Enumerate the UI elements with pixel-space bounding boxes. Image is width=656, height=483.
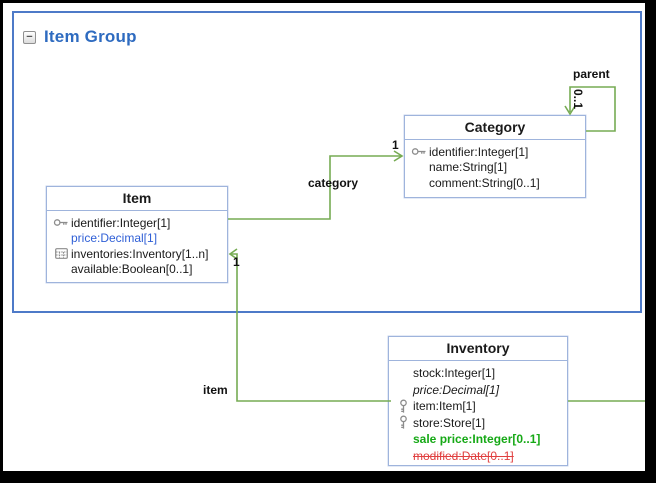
class-title-inventory: Inventory <box>389 337 567 361</box>
diagram-canvas[interactable]: − Item Group Category identifier:Integer… <box>3 3 645 471</box>
attribute-text: comment:String[0..1] <box>429 175 540 190</box>
attribute-list: identifier:Integer[1] name:String[1] com… <box>405 140 585 193</box>
attribute-row[interactable]: identifier:Integer[1] <box>409 144 583 160</box>
attribute-row[interactable]: inventories:Inventory[1..n] <box>51 246 225 262</box>
attribute-text: available:Boolean[0..1] <box>71 262 193 277</box>
edge-label-parent[interactable]: parent <box>573 67 610 81</box>
edge-multiplicity-category[interactable]: 1 <box>392 138 399 152</box>
class-title-category: Category <box>405 116 585 140</box>
edge-multiplicity-parent[interactable]: 0..1 <box>571 89 585 110</box>
reference-icon <box>393 415 413 430</box>
edge-label-category[interactable]: category <box>308 176 359 190</box>
key-icon <box>409 147 429 156</box>
edge-multiplicity-item[interactable]: 1 <box>233 255 240 269</box>
attribute-text: stock:Integer[1] <box>413 366 496 381</box>
attribute-text: price:Decimal[1] <box>413 382 500 397</box>
attribute-text: identifier:Integer[1] <box>429 144 529 159</box>
attribute-row[interactable]: identifier:Integer[1] <box>51 215 225 231</box>
attribute-row[interactable]: name:String[1] <box>409 160 583 176</box>
attribute-text: inventories:Inventory[1..n] <box>71 246 209 261</box>
attribute-row[interactable]: item:Item[1] <box>393 398 565 415</box>
attribute-list: identifier:Integer[1] price:Decimal[1] i… <box>47 211 227 279</box>
key-icon <box>51 218 71 227</box>
attribute-text: price:Decimal[1] <box>71 231 158 246</box>
class-box-category[interactable]: Category identifier:Integer[1] name:Stri… <box>404 115 586 198</box>
attribute-text: sale price:Integer[0..1] <box>413 432 541 447</box>
attribute-row[interactable]: available:Boolean[0..1] <box>51 262 225 278</box>
class-title-item: Item <box>47 187 227 211</box>
class-box-inventory[interactable]: Inventory stock:Integer[1] price:Decimal… <box>388 336 568 466</box>
attribute-row[interactable]: price:Decimal[1] <box>51 231 225 247</box>
reference-icon <box>393 399 413 414</box>
attribute-row[interactable]: modified:Date[0..1] <box>393 448 565 465</box>
edge-label-item[interactable]: item <box>203 383 228 397</box>
attribute-text: item:Item[1] <box>413 399 476 414</box>
item-group-title: Item Group <box>44 27 137 46</box>
class-box-item[interactable]: Item identifier:Integer[1] price:Decimal… <box>46 186 228 283</box>
attribute-row[interactable]: store:Store[1] <box>393 415 565 432</box>
collapse-toggle-icon[interactable]: − <box>23 30 36 44</box>
attribute-text: modified:Date[0..1] <box>413 448 514 463</box>
attribute-list: stock:Integer[1] price:Decimal[1] item:I… <box>389 361 567 466</box>
attribute-row[interactable]: sale price:Integer[0..1] <box>393 431 565 448</box>
attribute-row[interactable]: price:Decimal[1] <box>393 382 565 399</box>
attribute-row[interactable]: comment:String[0..1] <box>409 175 583 191</box>
attribute-text: store:Store[1] <box>413 415 486 430</box>
table-icon <box>51 248 71 260</box>
attribute-row[interactable]: stock:Integer[1] <box>393 365 565 382</box>
item-group-header: − Item Group <box>23 27 137 47</box>
attribute-text: identifier:Integer[1] <box>71 215 171 230</box>
attribute-text: name:String[1] <box>429 160 508 175</box>
